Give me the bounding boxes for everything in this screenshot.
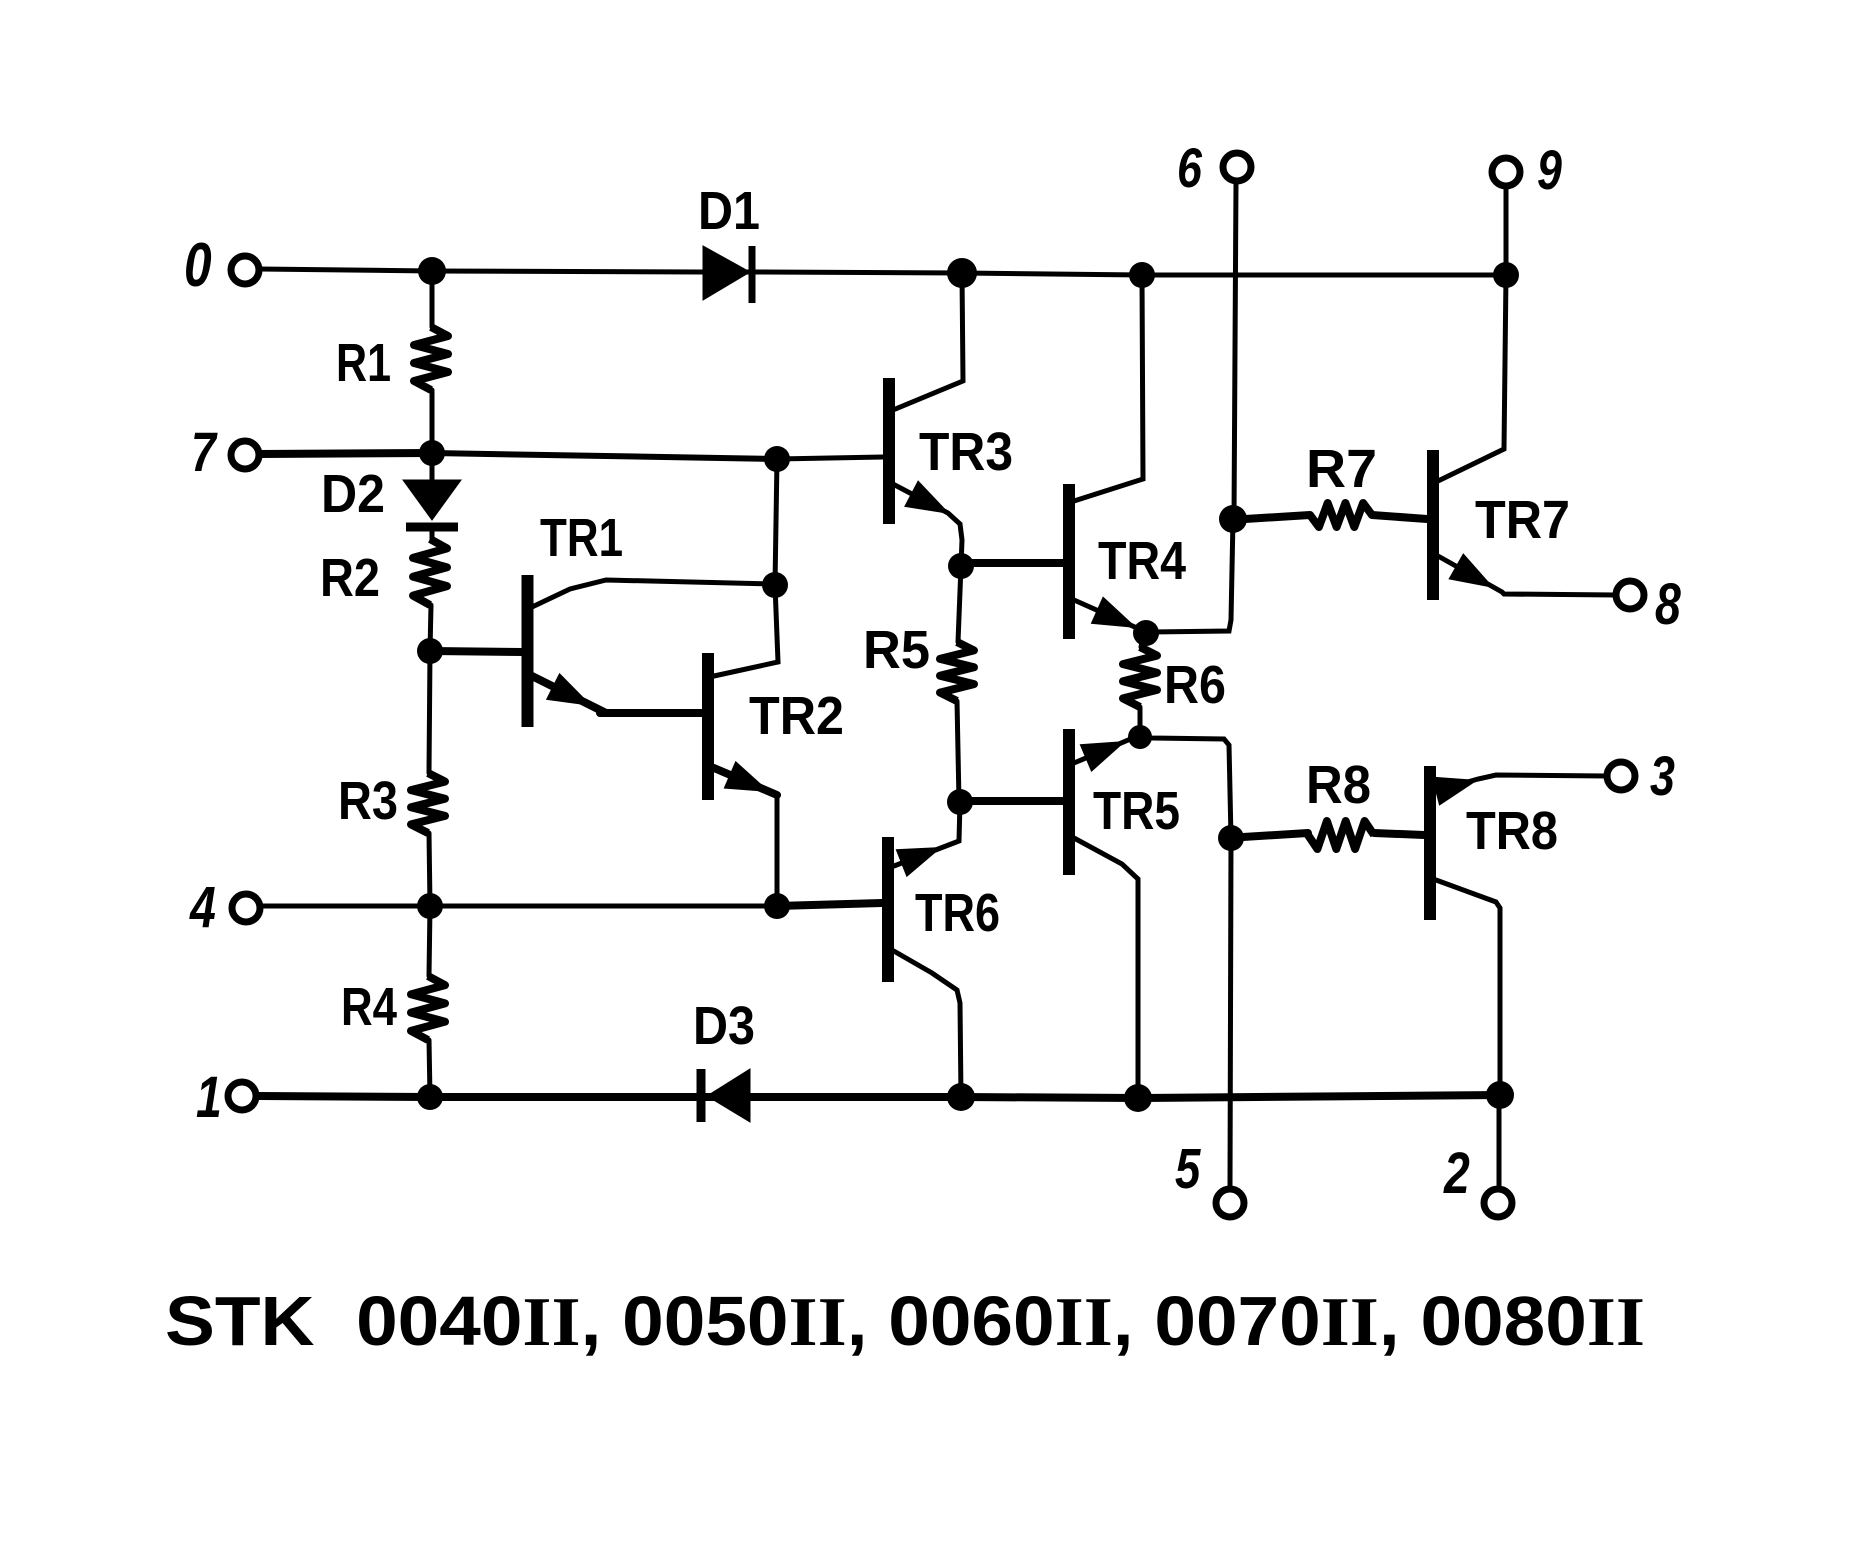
svg-text:5: 5: [1175, 1136, 1202, 1200]
svg-text:6: 6: [1177, 136, 1203, 199]
svg-text:0: 0: [184, 230, 212, 300]
svg-text:TR2: TR2: [749, 686, 844, 746]
svg-text:R8: R8: [1306, 755, 1371, 815]
svg-text:TR5: TR5: [1093, 781, 1180, 841]
svg-text:1: 1: [196, 1065, 222, 1130]
svg-text:R5: R5: [863, 620, 930, 680]
svg-text:TR6: TR6: [915, 883, 1000, 943]
svg-text:R6: R6: [1164, 655, 1226, 715]
svg-text:TR7: TR7: [1475, 490, 1570, 550]
svg-text:7: 7: [191, 420, 218, 483]
svg-text:TR1: TR1: [540, 508, 623, 568]
svg-text:R1: R1: [336, 333, 391, 393]
svg-text:9: 9: [1537, 138, 1562, 201]
svg-text:R7: R7: [1306, 439, 1377, 499]
svg-text:2: 2: [1443, 1141, 1470, 1206]
svg-text:4: 4: [189, 875, 216, 940]
svg-text:TR4: TR4: [1098, 531, 1186, 591]
svg-text:3: 3: [1650, 744, 1675, 807]
svg-text:TR3: TR3: [919, 422, 1013, 482]
svg-text:D3: D3: [693, 996, 755, 1056]
svg-text:R3: R3: [338, 771, 398, 831]
svg-text:TR8: TR8: [1466, 801, 1558, 861]
svg-text:D1: D1: [698, 181, 760, 241]
svg-text:R4: R4: [341, 977, 397, 1037]
svg-text:D2: D2: [321, 464, 385, 524]
svg-text:R2: R2: [320, 548, 380, 608]
svg-text:8: 8: [1655, 572, 1682, 637]
